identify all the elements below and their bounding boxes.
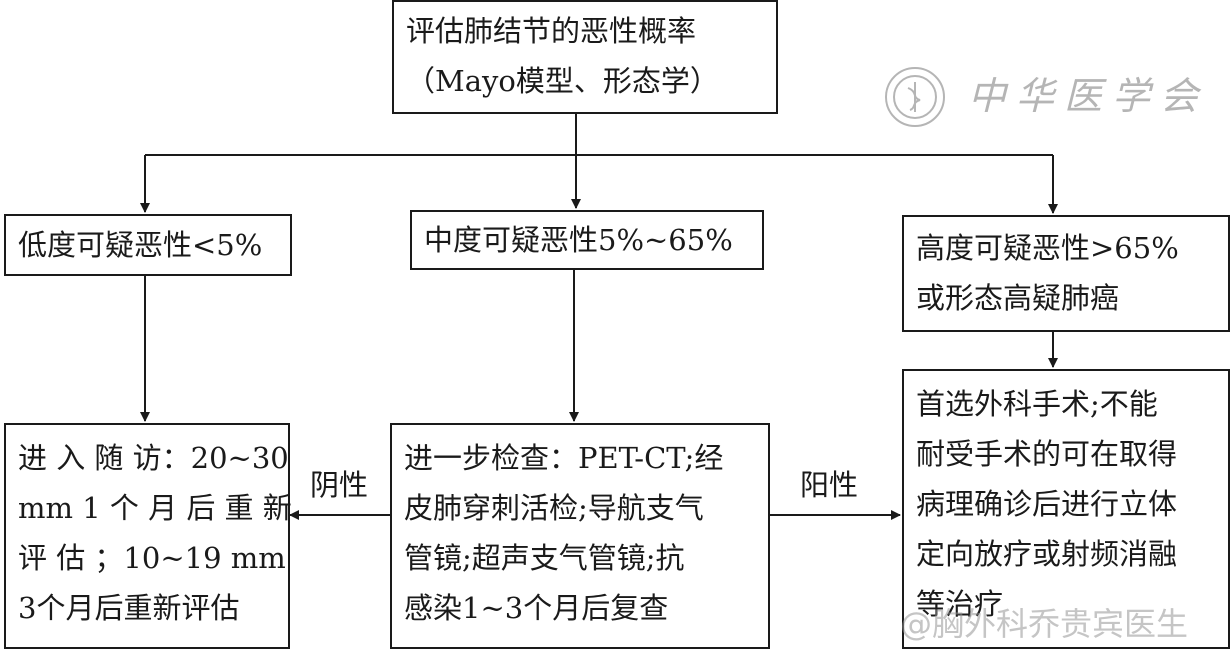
society-seal-icon — [885, 67, 945, 127]
root-node-line-1: 评估肺结节的恶性概率 — [406, 14, 697, 48]
low-risk-node: 低度可疑恶性<5% — [4, 214, 292, 276]
edge-label-negative: 阴性 — [310, 468, 369, 502]
low-risk-action-node: 进 入 随 访：20~30 mm 1 个 月 后 重 新 评 估 ；10~19 … — [4, 423, 292, 649]
high-risk-action-line-2: 耐受手术的可在取得 — [916, 437, 1178, 471]
mid-risk-action-node: 进一步检查：PET-CT;经 皮肺穿刺活检;导航支气 管镜;超声支气管镜;抗 感… — [390, 423, 770, 649]
high-risk-action-node: 首选外科手术;不能 耐受手术的可在取得 病理确诊后进行立体 定向放疗或射频消融 … — [902, 369, 1230, 649]
mid-risk-action-line-3: 管镜;超声支气管镜;抗 — [404, 541, 685, 575]
low-risk-action-line-2: mm 1 个 月 后 重 新 — [18, 491, 292, 525]
mid-risk-title: 中度可疑恶性5%~65% — [424, 223, 733, 257]
high-risk-node: 高度可疑恶性>65% 或形态高疑肺癌 — [902, 215, 1230, 332]
mid-risk-action-line-1: 进一步检查：PET-CT;经 — [404, 441, 724, 475]
journal-name-logo: 中华医学会 — [968, 74, 1209, 118]
mid-risk-node: 中度可疑恶性5%~65% — [410, 210, 764, 270]
high-risk-action-line-3: 病理确诊后进行立体 — [916, 487, 1178, 521]
mid-risk-action-line-2: 皮肺穿刺活检;导航支气 — [404, 491, 704, 525]
low-risk-action-line-4: 3个月后重新评估 — [18, 591, 240, 625]
high-risk-action-line-5: 等治疗 — [916, 587, 1004, 621]
high-risk-action-line-4: 定向放疗或射频消融 — [916, 537, 1178, 571]
edge-label-positive: 阳性 — [800, 468, 859, 502]
low-risk-title: 低度可疑恶性<5% — [18, 228, 263, 262]
high-risk-action-line-1: 首选外科手术;不能 — [916, 387, 1158, 421]
high-risk-title-line-1: 高度可疑恶性>65% — [916, 231, 1179, 265]
author-watermark: @胸外科乔贵宾医生 — [900, 605, 1189, 643]
root-node-line-2: （Mayo模型、形态学） — [406, 64, 719, 98]
root-node: 评估肺结节的恶性概率 （Mayo模型、形态学） — [392, 0, 778, 114]
high-risk-title-line-2: 或形态高疑肺癌 — [916, 281, 1120, 315]
low-risk-action-line-1: 进 入 随 访：20~30 — [18, 441, 289, 475]
low-risk-action-line-3: 评 估 ；10~19 mm — [18, 541, 286, 575]
mid-risk-action-line-4: 感染1~3个月后复查 — [404, 591, 669, 625]
